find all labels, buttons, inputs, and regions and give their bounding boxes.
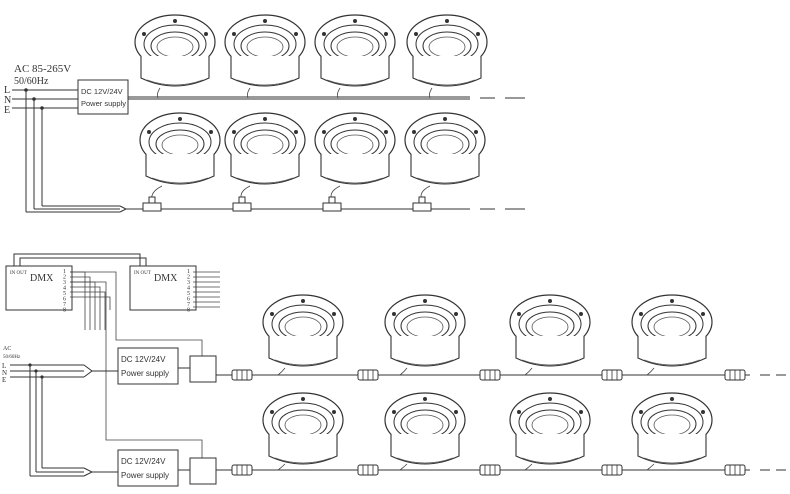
dmx1-ch-6: 6 xyxy=(63,297,66,303)
dmx2-title: DMX xyxy=(154,273,178,284)
top-section: AC 85-265V 50/60Hz L N E DC 12V/24V Powe… xyxy=(4,14,525,213)
dmx2-ch-1: 1 xyxy=(187,269,190,275)
dmx1-io-label: IN OUT xyxy=(10,271,27,276)
bottom-power-supply-2: DC 12V/24V Power supply xyxy=(117,449,179,487)
bottom-wire-label-l: L xyxy=(2,362,6,370)
ac-frequency-label: 50/60Hz xyxy=(14,76,49,87)
dmx1-ch-7: 7 xyxy=(63,302,66,308)
dmx2-ch-7: 7 xyxy=(187,302,190,308)
dmx2-channel-labels: 1 2 3 4 5 6 7 8 xyxy=(187,269,190,314)
psu-name-label: Power supply xyxy=(81,99,126,108)
dmx1-ch-8: 8 xyxy=(63,308,66,314)
bottom-row1-lamps xyxy=(231,294,746,381)
dmx1-title: DMX xyxy=(30,273,54,284)
dmx-controller-2: IN OUT DMX 1 2 3 4 5 6 7 8 xyxy=(129,265,220,314)
bottom-wire-label-n: N xyxy=(2,369,7,377)
top-row2-lamps xyxy=(139,112,486,212)
wire-label-e: E xyxy=(4,105,10,116)
bottom-wire-label-e: E xyxy=(2,376,6,384)
dmx2-ch-2: 2 xyxy=(187,275,190,281)
bottom-power-supply-1: DC 12V/24V Power supply xyxy=(117,347,179,385)
dmx2-ch-8: 8 xyxy=(187,308,190,314)
dmx2-ch-5: 5 xyxy=(187,291,190,297)
top-row1-lamps xyxy=(134,14,488,99)
bottom-section: IN OUT DMX 1 2 3 4 5 6 7 8 IN OUT DMX 1 … xyxy=(2,253,786,487)
dmx1-ch-1: 1 xyxy=(63,269,66,275)
dmx1-ch-4: 4 xyxy=(63,286,66,292)
dmx2-ch-4: 4 xyxy=(187,286,190,292)
top-power-supply: DC 12V/24V Power supply xyxy=(77,79,129,115)
psu-voltage-label: DC 12V/24V xyxy=(81,87,123,96)
dmx2-ch-6: 6 xyxy=(187,297,190,303)
dmx2-io-label: IN OUT xyxy=(134,271,151,276)
dmx1-ch-2: 2 xyxy=(63,275,66,281)
ac-voltage-label: AC 85-265V xyxy=(14,63,71,75)
dmx1-channel-labels: 1 2 3 4 5 6 7 8 xyxy=(63,269,66,314)
dmx1-ch-5: 5 xyxy=(63,291,66,297)
wire-label-n: N xyxy=(4,95,11,106)
bottom-freq-label: 50/60Hz xyxy=(3,355,21,360)
psu1-voltage-label: DC 12V/24V xyxy=(121,355,166,364)
bottom-row2-lamps xyxy=(231,392,746,476)
psu2-name-label: Power supply xyxy=(121,471,169,480)
dmx1-ch-3: 3 xyxy=(63,280,66,286)
dmx-controller-1: IN OUT DMX 1 2 3 4 5 6 7 8 xyxy=(5,265,73,314)
decoder-box-2 xyxy=(189,457,217,485)
psu2-voltage-label: DC 12V/24V xyxy=(121,457,166,466)
bottom-ac-label: AC xyxy=(3,346,11,352)
dmx2-ch-3: 3 xyxy=(187,280,190,286)
wire-label-l: L xyxy=(4,85,10,96)
psu1-name-label: Power supply xyxy=(121,369,169,378)
decoder-box-1 xyxy=(189,355,217,383)
